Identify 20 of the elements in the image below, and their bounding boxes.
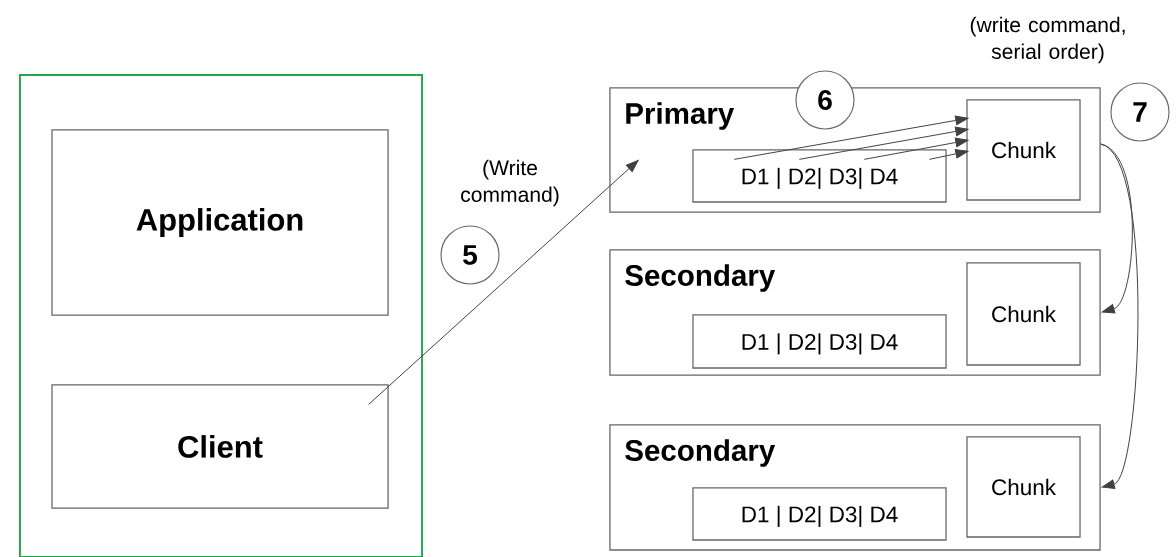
buffer-box: D1 | D2| D3| D4: [692, 314, 947, 369]
arrow: [928, 149, 969, 160]
component-box: Application: [51, 129, 389, 316]
note-text: (Write command): [461, 159, 559, 207]
note-text: (write command, serial order): [970, 16, 1125, 64]
arrow: [368, 159, 639, 405]
machine-box: [18, 73, 424, 557]
callout-number: 6: [795, 70, 855, 130]
chunk-box: Chunk: [966, 99, 1081, 201]
arrow: [798, 126, 969, 160]
arrow: [1100, 143, 1139, 489]
callout-number: 7: [1110, 82, 1170, 142]
chunk-box: Chunk: [966, 262, 1081, 366]
buffer-box: D1 | D2| D3| D4: [692, 149, 947, 203]
chunk-box: Chunk: [966, 436, 1081, 538]
callout-number: 5: [440, 225, 500, 285]
arrow: [863, 137, 969, 160]
component-box: Client: [51, 384, 389, 509]
arrow: [733, 115, 969, 160]
buffer-box: D1 | D2| D3| D4: [692, 487, 947, 541]
